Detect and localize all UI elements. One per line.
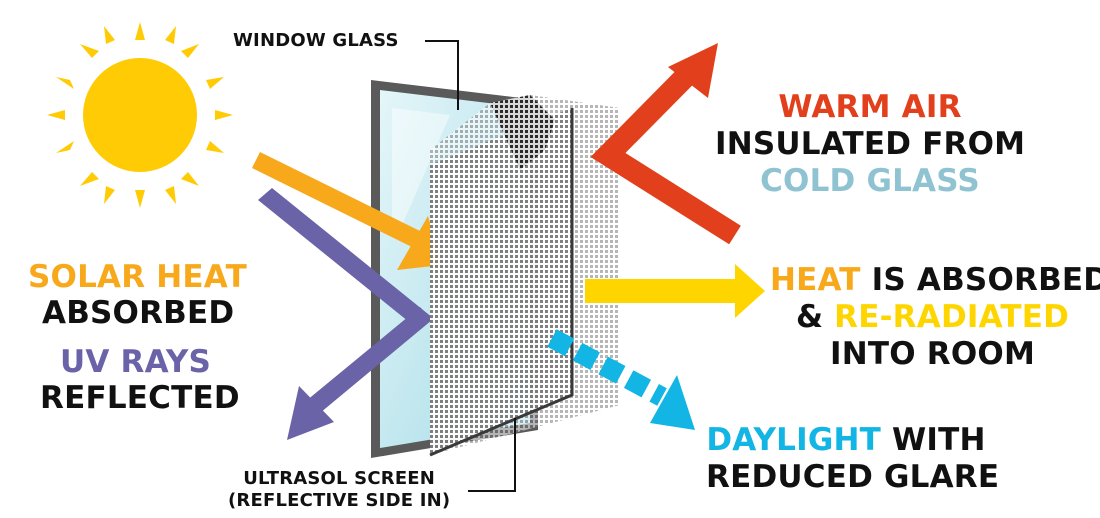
daylight-caption: DAYLIGHT WITH REDUCED GLARE bbox=[706, 425, 1000, 495]
solar-heat-label: SOLAR HEAT bbox=[28, 259, 247, 295]
window-glass-leader bbox=[425, 40, 459, 110]
heat-label: HEAT bbox=[770, 262, 861, 298]
daylight-line1: DAYLIGHT WITH bbox=[706, 425, 986, 456]
warm-air-caption: WARM AIR INSULATED FROM COLD GLASS bbox=[715, 92, 1025, 197]
ampersand-label: & bbox=[795, 299, 835, 335]
heat-reradiated-arrow bbox=[585, 264, 765, 318]
sun-rays bbox=[47, 22, 233, 208]
ultrasol-screen-line2: (REFLECTIVE SIDE IN) bbox=[228, 490, 451, 511]
screen-leader bbox=[468, 418, 516, 492]
window-glass-label: WINDOW GLASS bbox=[233, 30, 399, 51]
warm-air-label: WARM AIR bbox=[778, 89, 962, 125]
ultrasol-screen-label: ULTRASOL SCREEN (REFLECTIVE SIDE IN) bbox=[228, 470, 450, 510]
daylight-label: DAYLIGHT bbox=[706, 422, 881, 458]
daylight-arrow bbox=[547, 329, 695, 430]
leader-lines bbox=[425, 40, 516, 492]
ultrasol-screen-line1: ULTRASOL SCREEN bbox=[243, 468, 436, 489]
sun-icon bbox=[47, 22, 233, 208]
heat-line1: HEAT IS ABSORBED bbox=[770, 262, 1100, 298]
warm-air-arrow bbox=[590, 43, 741, 245]
cold-glass-label: COLD GLASS bbox=[760, 163, 980, 199]
with-label: WITH bbox=[881, 422, 986, 458]
reduced-glare-label: REDUCED GLARE bbox=[706, 459, 1000, 495]
uv-rays-label: UV RAYS bbox=[60, 344, 212, 380]
is-absorbed-label: IS ABSORBED bbox=[860, 262, 1100, 298]
uv-rays-caption: UV RAYS REFLECTED bbox=[40, 347, 240, 414]
into-room-label: INTO ROOM bbox=[830, 336, 1035, 372]
solar-heat-caption: SOLAR HEAT ABSORBED bbox=[28, 262, 247, 329]
ultrasol-screen-mesh bbox=[429, 95, 620, 457]
reflected-label: REFLECTED bbox=[40, 380, 240, 416]
heat-caption: HEAT IS ABSORBED & RE-RADIATED INTO ROOM bbox=[770, 262, 1100, 372]
uv-rays-arrow bbox=[258, 188, 433, 440]
absorbed-label: ABSORBED bbox=[42, 295, 235, 331]
heat-line2: & RE-RADIATED bbox=[770, 302, 1095, 333]
insulated-from-label: INSULATED FROM bbox=[715, 126, 1026, 162]
re-radiated-label: RE-RADIATED bbox=[834, 299, 1070, 335]
